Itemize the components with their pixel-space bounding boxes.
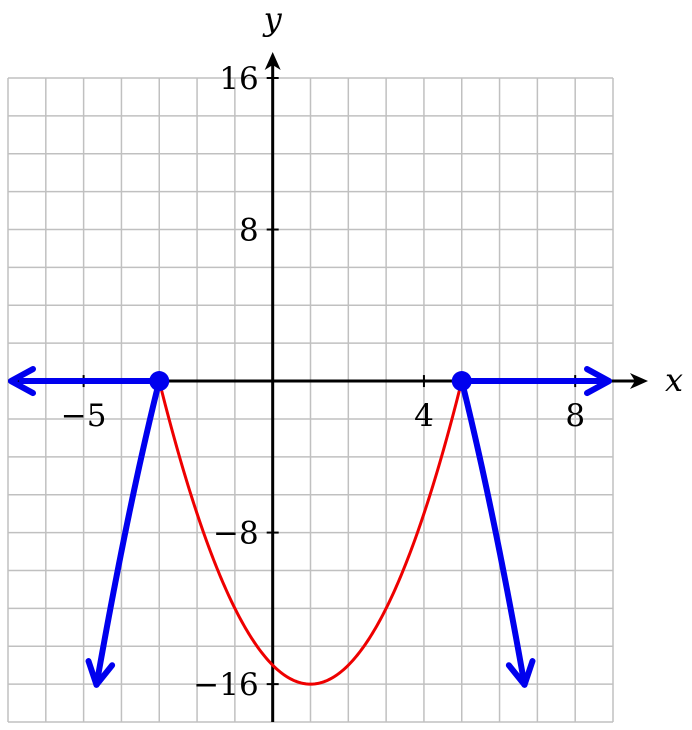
y-axis-label: y: [262, 0, 283, 38]
x-tick-label: −5: [61, 398, 107, 434]
x-intercept-point: [149, 371, 170, 392]
tick-labels: −5 4 8 16 8 −8 −16: [61, 61, 585, 703]
axes: [8, 52, 648, 722]
y-tick-label: 8: [239, 213, 259, 249]
x-intercept-point: [451, 371, 472, 392]
blue-graph: [8, 366, 612, 688]
blue-arrowhead-right: [584, 366, 612, 397]
y-tick-label: −16: [193, 667, 258, 703]
grid: [7, 77, 614, 723]
y-axis-arrowhead: [264, 52, 281, 70]
red-parabola-segment: [157, 380, 464, 686]
y-tick-label: 16: [219, 61, 258, 97]
x-axis-label: x: [665, 361, 683, 399]
blue-arrowhead-left: [8, 366, 36, 397]
blue-arrowhead-up: [85, 658, 116, 688]
x-tick-label: 8: [565, 398, 585, 434]
y-tick-label: −8: [213, 516, 259, 552]
x-tick-label: 4: [414, 398, 434, 434]
blue-curve: [458, 378, 528, 688]
blue-curve: [93, 378, 163, 688]
blue-arrowhead-up: [505, 658, 536, 688]
x-axis-arrowhead: [630, 373, 648, 390]
